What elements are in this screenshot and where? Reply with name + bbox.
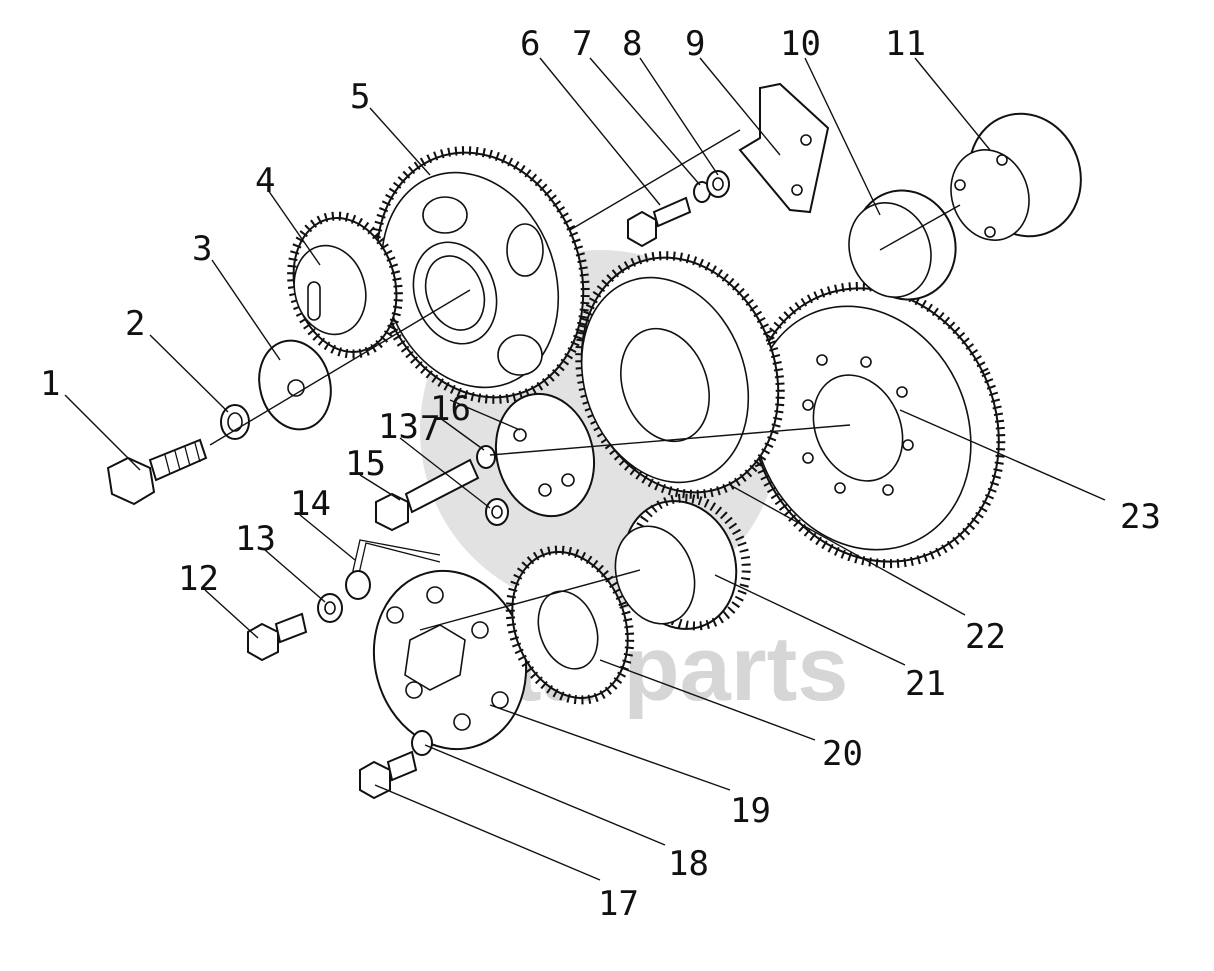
part-5-cam-gear xyxy=(370,146,590,404)
callout-7: 7 xyxy=(572,24,592,64)
callout-leaders xyxy=(64,57,1106,881)
part-7-washer-lower xyxy=(476,445,496,469)
callout-7-lower: 7 xyxy=(420,409,440,449)
part-4-small-gear xyxy=(287,211,403,359)
part-21-sleeve-gear xyxy=(614,493,751,631)
part-6-bolt xyxy=(627,196,692,248)
part-17-bolt xyxy=(359,750,418,800)
callout-21: 21 xyxy=(905,664,946,704)
part-1-bolt xyxy=(106,438,208,506)
callout-14: 14 xyxy=(290,484,331,524)
callout-11: 11 xyxy=(885,24,926,64)
part-13-washer-upper xyxy=(485,498,509,526)
callout-18: 18 xyxy=(668,844,709,884)
part-11-end-cap xyxy=(950,112,1082,241)
callout-20: 20 xyxy=(822,734,863,774)
part-15-bolt xyxy=(375,458,480,532)
callout-12: 12 xyxy=(178,559,219,599)
callout-13-lower: 13 xyxy=(235,519,276,559)
callout-23: 23 xyxy=(1120,497,1161,537)
callout-4: 4 xyxy=(255,161,275,201)
part-20-small-gear xyxy=(505,545,635,705)
part-2-washer xyxy=(220,404,250,440)
part-18-washer xyxy=(411,730,433,756)
callout-13-upper: 13 xyxy=(378,407,419,447)
callout-22: 22 xyxy=(965,617,1006,657)
callout-8: 8 xyxy=(622,24,642,64)
callout-5: 5 xyxy=(350,77,370,117)
part-8-washer xyxy=(706,170,730,198)
callout-10: 10 xyxy=(780,24,821,64)
callout-19: 19 xyxy=(730,791,771,831)
callout-labels: 1 2 3 4 5 6 7 8 9 10 11 12 13 13 14 15 1… xyxy=(40,24,1161,924)
part-12-banjo-bolt xyxy=(247,612,308,662)
assembly-axis-lines xyxy=(209,129,961,631)
callout-15: 15 xyxy=(345,444,386,484)
part-3-thrust-washer xyxy=(258,339,332,431)
part-22-medium-gear xyxy=(575,251,785,499)
part-16-plate xyxy=(494,392,596,518)
callout-1: 1 xyxy=(40,364,60,404)
part-10-bushing xyxy=(848,189,957,301)
callout-9: 9 xyxy=(685,24,705,64)
part-19-hub-flange xyxy=(372,569,528,751)
callout-3: 3 xyxy=(192,229,212,269)
callout-16: 16 xyxy=(430,389,471,429)
callout-17: 17 xyxy=(598,884,639,924)
part-9-bracket xyxy=(738,82,830,214)
callout-6: 6 xyxy=(520,24,540,64)
part-14-oil-pipe xyxy=(345,539,441,600)
callout-2: 2 xyxy=(125,304,145,344)
part-23-large-gear xyxy=(744,281,1006,569)
